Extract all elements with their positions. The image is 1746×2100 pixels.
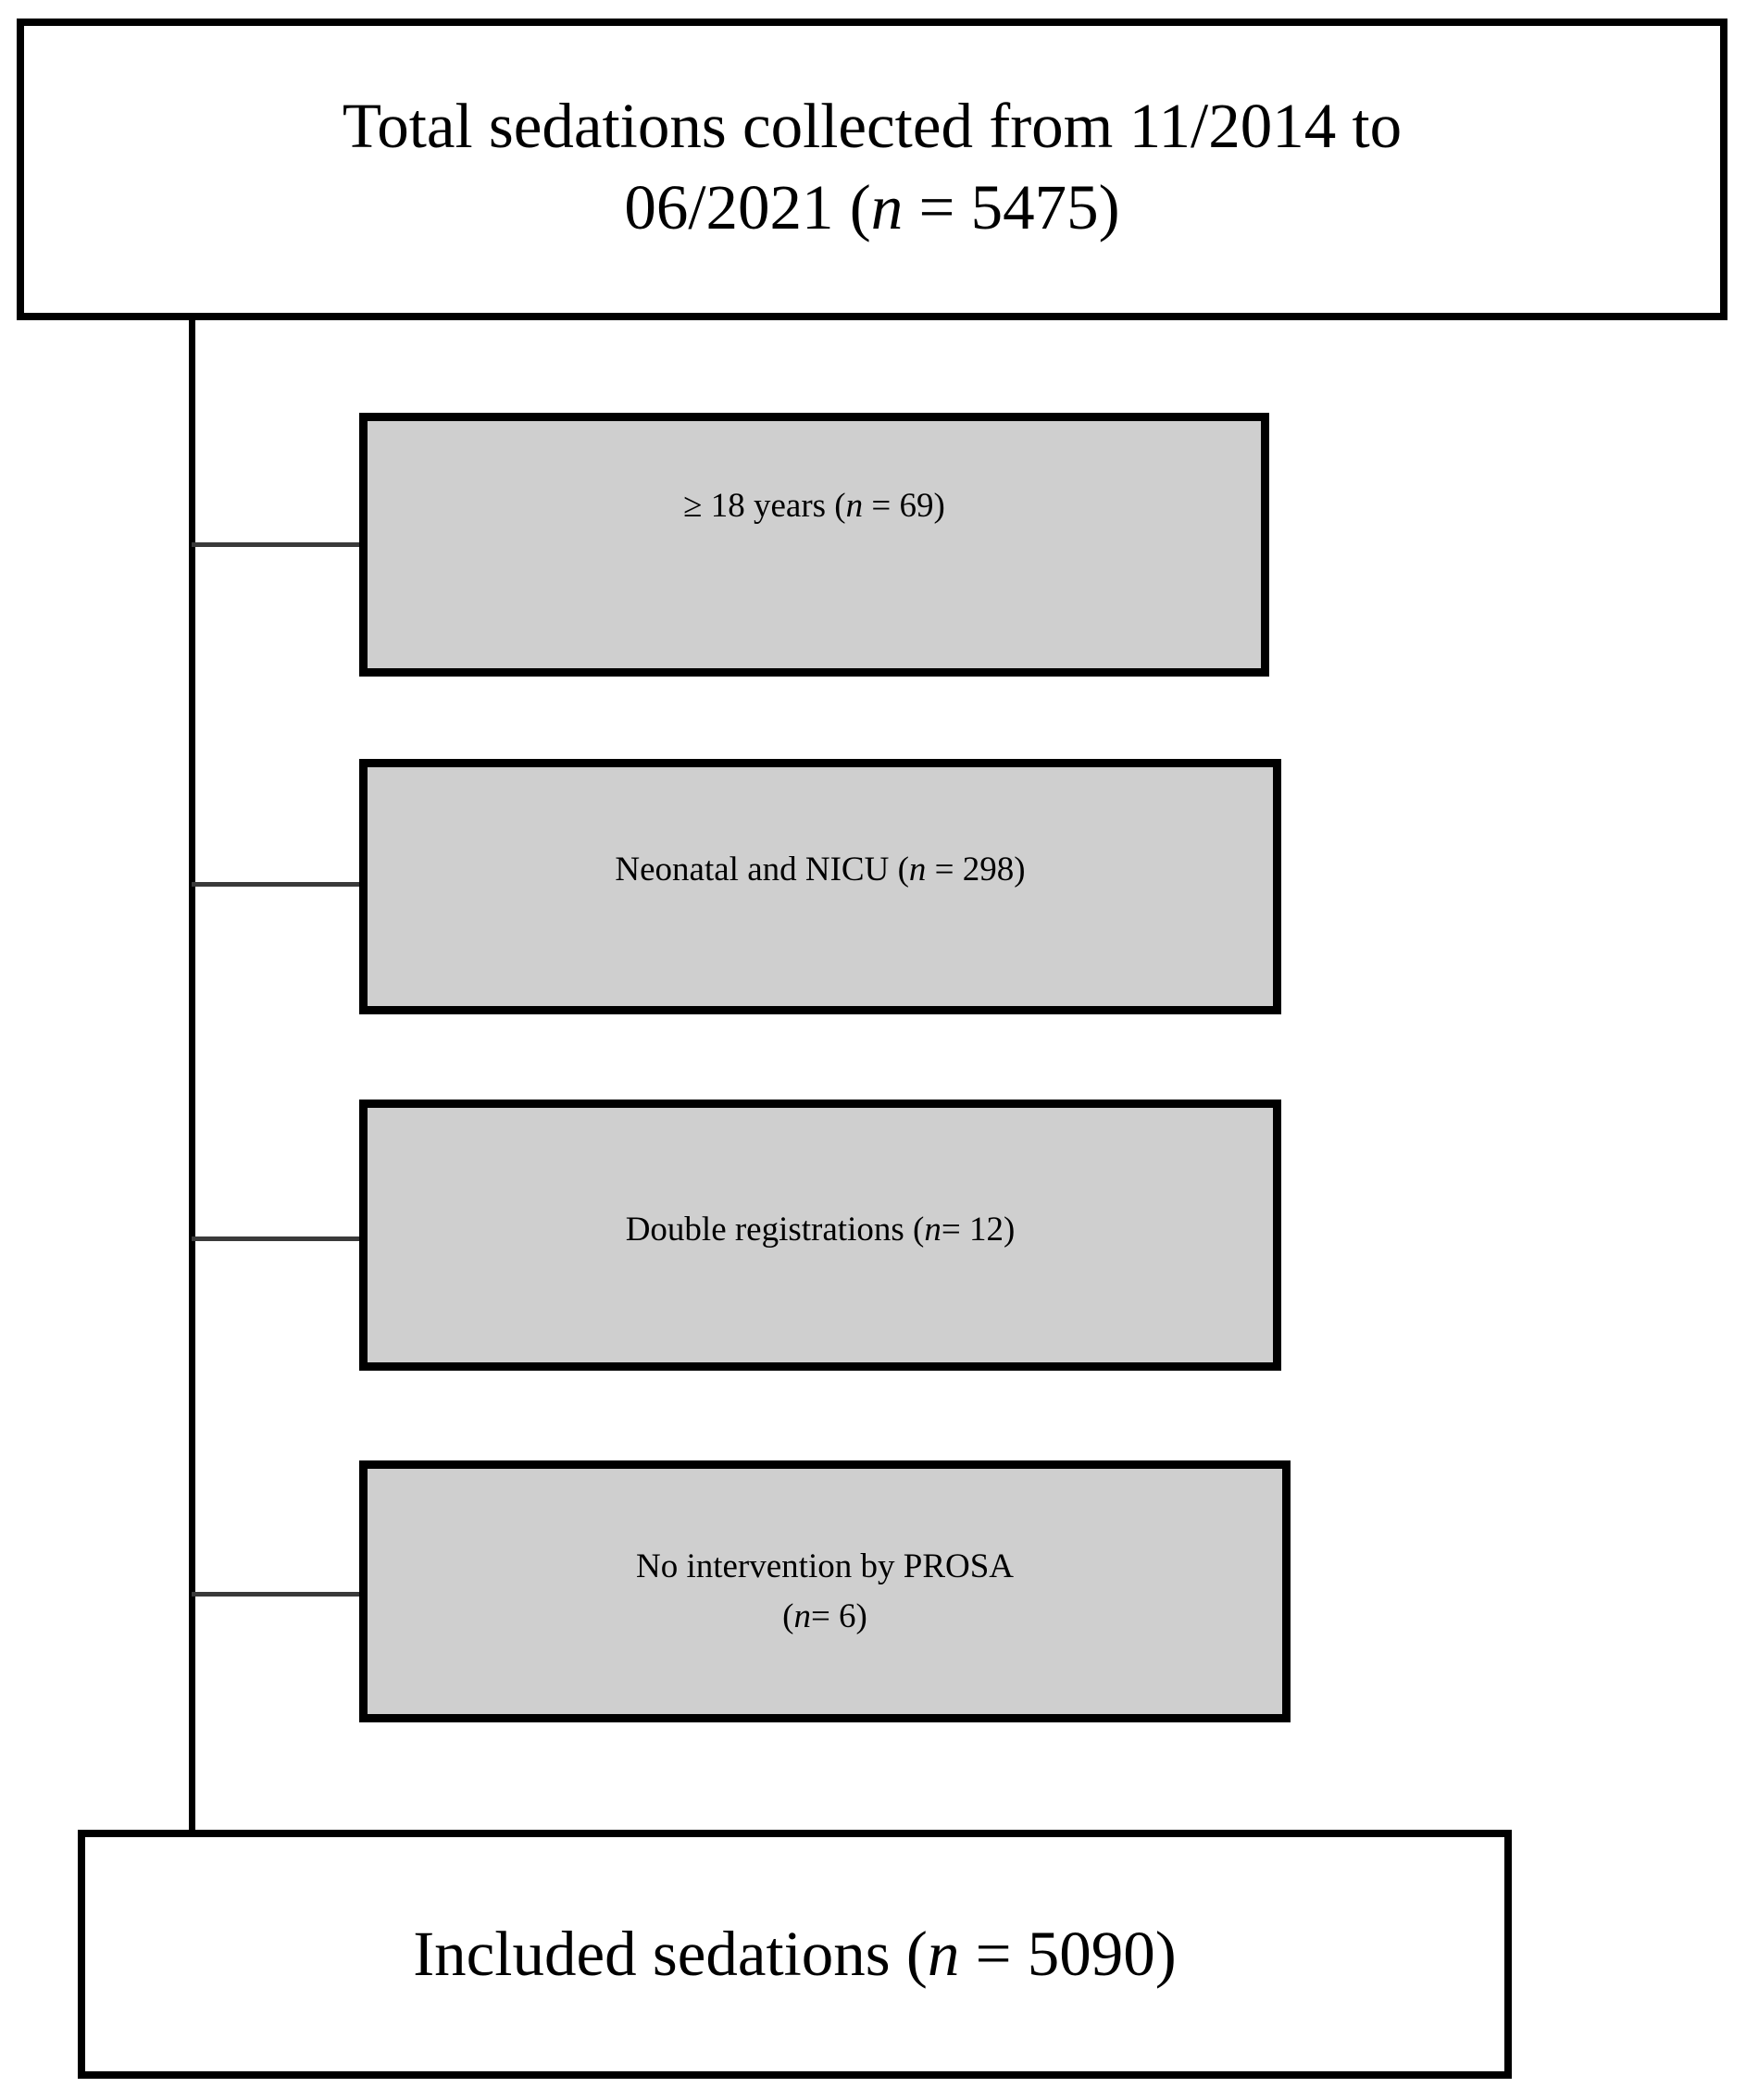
node-excluded-no-intervention-prosa: No intervention by PROSA (n= 6) <box>359 1460 1291 1722</box>
connector-branch-neonatal-nicu <box>192 882 362 887</box>
included-italic-n: n <box>927 1919 960 1990</box>
node-excluded-age-18-plus-label: ≥ 18 years (n = 69) <box>368 481 1261 531</box>
connector-branch-age-18-plus <box>192 542 362 547</box>
total-line-2-italic-n: n <box>870 172 904 242</box>
excl-2-italic-n: n <box>924 1210 942 1249</box>
excl-0-italic-n: n <box>845 486 864 525</box>
excl-3-open-paren: ( <box>782 1597 794 1635</box>
connector-branch-no-intervention-prosa <box>192 1592 362 1597</box>
excl-3-suffix: = 6) <box>810 1597 867 1635</box>
total-line-1: Total sedations collected from 11/2014 t… <box>342 90 1403 161</box>
node-total-sedations-label: Total sedations collected from 11/2014 t… <box>24 85 1720 255</box>
included-prefix: Included sedations ( <box>413 1919 928 1990</box>
total-line-2-prefix: 06/2021 ( <box>624 172 871 242</box>
node-excluded-neonatal-nicu: Neonatal and NICU (n = 298) <box>359 759 1281 1014</box>
excl-0-suffix: = 69) <box>863 486 945 525</box>
node-included-sedations: Included sedations (n = 5090) <box>78 1830 1512 2079</box>
excl-3-italic-n: n <box>793 1597 811 1635</box>
total-line-2-suffix: = 5475) <box>903 172 1120 242</box>
node-excluded-age-18-plus: ≥ 18 years (n = 69) <box>359 413 1269 677</box>
excl-1-suffix: = 298) <box>926 851 1026 889</box>
excl-2-suffix: = 12) <box>941 1210 1016 1249</box>
connector-branch-double-registrations <box>192 1236 362 1241</box>
node-excluded-neonatal-nicu-label: Neonatal and NICU (n = 298) <box>368 845 1273 895</box>
node-total-sedations: Total sedations collected from 11/2014 t… <box>17 19 1727 320</box>
included-suffix: = 5090) <box>959 1919 1177 1990</box>
connector-trunk-vertical <box>189 320 195 1832</box>
node-excluded-double-registrations: Double registrations (n= 12) <box>359 1100 1281 1371</box>
node-excluded-double-registrations-label: Double registrations (n= 12) <box>368 1205 1273 1255</box>
node-included-sedations-label: Included sedations (n = 5090) <box>85 1914 1504 1994</box>
excl-1-italic-n: n <box>908 851 927 889</box>
excl-0-prefix: ≥ 18 years ( <box>683 486 846 525</box>
excl-2-prefix: Double registrations ( <box>625 1210 925 1249</box>
excl-1-prefix: Neonatal and NICU ( <box>615 851 909 889</box>
node-excluded-no-intervention-prosa-label: No intervention by PROSA (n= 6) <box>368 1542 1282 1641</box>
excl-3-line-1: No intervention by PROSA <box>635 1547 1015 1585</box>
